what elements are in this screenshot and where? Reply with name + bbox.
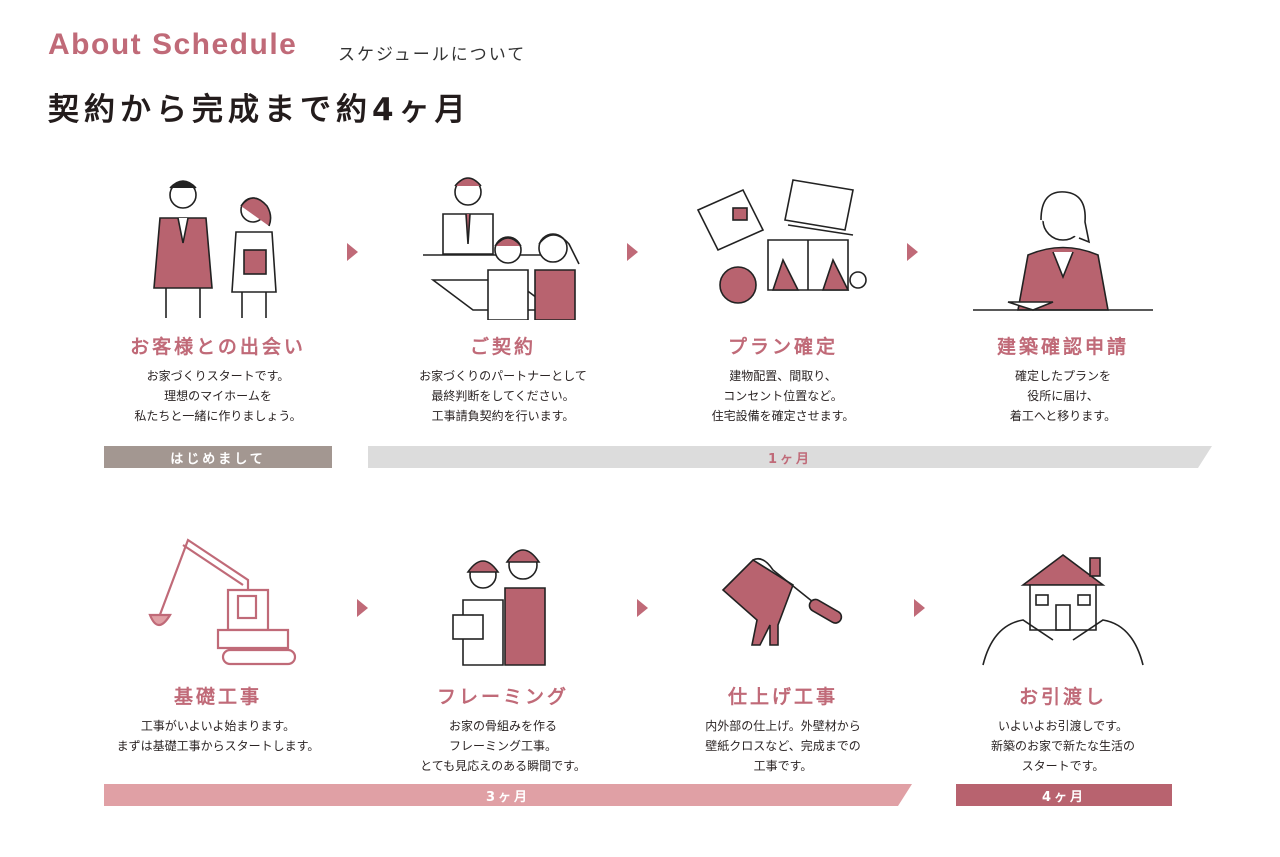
step-title: 建築確認申請 (996, 336, 1129, 358)
desc-line: 工事請負契約を行います。 (431, 409, 575, 423)
step-framing: フレーミング お家の骨組みを作る フレーミング工事。 とても見応えのある瞬間です… (363, 510, 643, 776)
clerk-desk-icon (923, 160, 1203, 320)
step-contract: ご契約 お家づくりのパートナーとして 最終判断をしてください。 工事請負契約を行… (363, 160, 643, 426)
step-description: 確定したプランを 役所に届け、 着工へと移ります。 (923, 366, 1203, 426)
desc-line: コンセント位置など。 (723, 389, 843, 403)
step-plan: プラン確定 建物配置、間取り、 コンセント位置など。 住宅設備を確定させます。 (643, 160, 923, 426)
step-description: お家の骨組みを作る フレーミング工事。 とても見応えのある瞬間です。 (363, 716, 643, 776)
desc-line: 私たちと一緒に作りましょう。 (134, 409, 302, 423)
step-title: フレーミング (436, 686, 569, 708)
timeline-bar-4-months: 4ヶ月 (956, 784, 1172, 806)
desc-line: フレーミング工事。 (448, 739, 557, 753)
step-title: お引渡し (1018, 686, 1107, 708)
step-description: お家づくりのパートナーとして 最終判断をしてください。 工事請負契約を行います。 (363, 366, 643, 426)
step-title: お客様との出会い (130, 336, 306, 358)
desc-line: 内外部の仕上げ。外壁材から (705, 719, 861, 733)
arrow-right-icon (914, 599, 925, 617)
desc-line: お家の骨組みを作る (448, 719, 557, 733)
desc-line: お家づくりのパートナーとして (419, 369, 587, 383)
step-foundation: 基礎工事 工事がいよいよ始まります。 まずは基礎工事からスタートします。 (78, 510, 358, 756)
paint-roller-icon (643, 510, 923, 670)
step-meeting: お客様との出会い お家づくりスタートです。 理想のマイホームを 私たちと一緒に作… (78, 160, 358, 426)
desc-line: 新築のお家で新たな生活の (990, 739, 1135, 753)
step-description: 内外部の仕上げ。外壁材から 壁紙クロスなど、完成までの 工事です。 (643, 716, 923, 776)
desc-line: いよいよお引渡しです。 (998, 719, 1128, 733)
desc-line: 役所に届け、 (1027, 389, 1099, 403)
timeline-bar-1-month: 1ヶ月 (368, 446, 1212, 468)
step-handover: お引渡し いよいよお引渡しです。 新築のお家で新たな生活の スタートです。 (923, 510, 1203, 776)
planning-desk-icon (643, 160, 923, 320)
desc-line: まずは基礎工事からスタートします。 (116, 739, 320, 753)
meeting-people-icon (78, 160, 358, 320)
timeline-bar-3-months: 3ヶ月 (104, 784, 912, 806)
desc-line: 確定したプランを (1014, 369, 1111, 383)
desc-line: 住宅設備を確定させます。 (711, 409, 855, 423)
step-application: 建築確認申請 確定したプランを 役所に届け、 着工へと移ります。 (923, 160, 1203, 426)
step-title: プラン確定 (727, 336, 838, 358)
arrow-right-icon (347, 243, 358, 261)
arrow-right-icon (627, 243, 638, 261)
excavator-icon (78, 510, 358, 670)
section-title-ja: スケジュールについて (338, 45, 527, 65)
desc-line: とても見応えのある瞬間です。 (420, 759, 586, 773)
section-title-en: About Schedule (48, 28, 298, 61)
desc-line: 工事がいよいよ始まります。 (140, 719, 296, 733)
desc-line: 最終判断をしてください。 (431, 389, 575, 403)
desc-line: お家づくりスタートです。 (146, 369, 290, 383)
timeline-bar-intro: はじめまして (104, 446, 332, 468)
step-description: 建物配置、間取り、 コンセント位置など。 住宅設備を確定させます。 (643, 366, 923, 426)
step-title: 仕上げ工事 (727, 686, 838, 708)
arrow-right-icon (637, 599, 648, 617)
step-description: いよいよお引渡しです。 新築のお家で新たな生活の スタートです。 (923, 716, 1203, 776)
desc-line: 建物配置、間取り、 (729, 369, 837, 383)
desc-line: 着工へと移ります。 (1009, 409, 1117, 423)
contract-meeting-icon (363, 160, 643, 320)
desc-line: 理想のマイホームを (164, 389, 272, 403)
house-in-hands-icon (923, 510, 1203, 670)
step-title: ご契約 (469, 336, 536, 358)
arrow-right-icon (357, 599, 368, 617)
step-finishing: 仕上げ工事 内外部の仕上げ。外壁材から 壁紙クロスなど、完成までの 工事です。 (643, 510, 923, 776)
workers-icon (363, 510, 643, 670)
arrow-right-icon (907, 243, 918, 261)
desc-line: 壁紙クロスなど、完成までの (705, 739, 861, 753)
step-description: お家づくりスタートです。 理想のマイホームを 私たちと一緒に作りましょう。 (78, 366, 358, 426)
step-title: 基礎工事 (173, 686, 262, 708)
desc-line: 工事です。 (753, 759, 813, 773)
headline: 契約から完成まで約4ヶ月 (48, 92, 471, 128)
step-description: 工事がいよいよ始まります。 まずは基礎工事からスタートします。 (78, 716, 358, 756)
desc-line: スタートです。 (1021, 759, 1105, 773)
